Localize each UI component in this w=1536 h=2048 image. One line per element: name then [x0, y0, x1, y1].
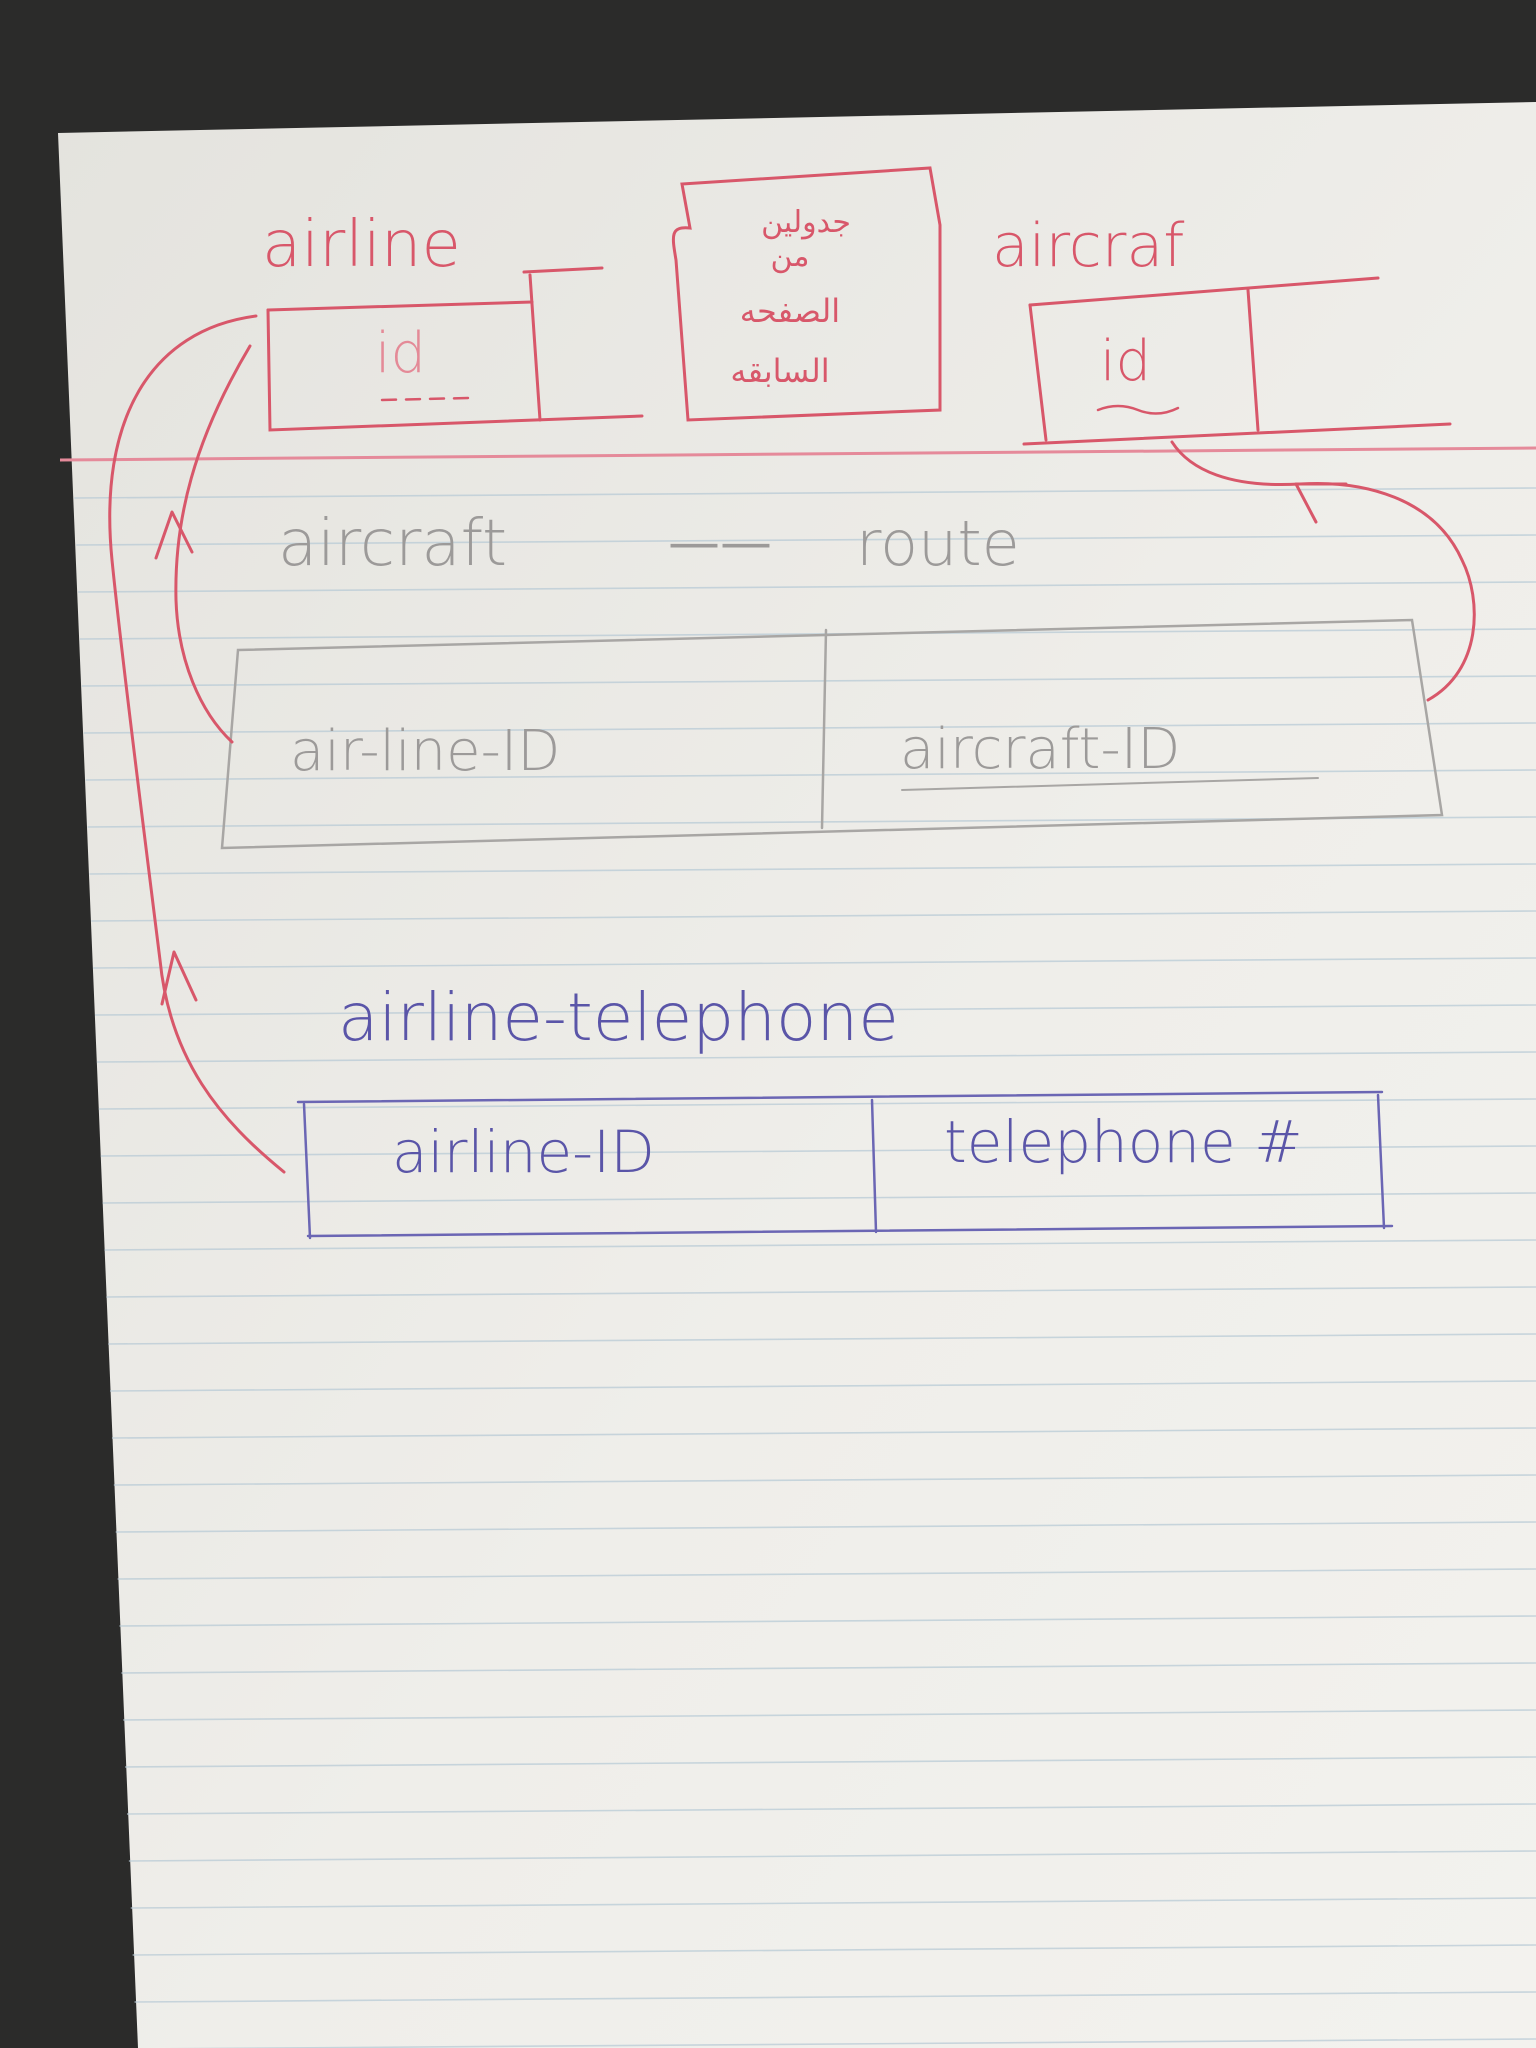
- primary-key-underline: [1096, 404, 1180, 415]
- ruled-line: [126, 1803, 1536, 1815]
- ruled-line: [130, 1897, 1536, 1909]
- ruled-line: [85, 769, 1536, 781]
- airline-title: airline: [262, 208, 461, 282]
- ruled-line: [83, 722, 1536, 734]
- route-title-left: aircraft: [278, 507, 507, 581]
- primary-key-underline: [380, 396, 470, 402]
- airline-telephone-title: airline-telephone: [338, 979, 899, 1056]
- ruled-line: [134, 1991, 1536, 2003]
- ruled-line: [89, 863, 1536, 875]
- note-line: السابقه: [730, 352, 829, 390]
- note-line: الصفحه: [740, 292, 840, 330]
- ruled-line: [76, 534, 1536, 546]
- ruled-line: [113, 1474, 1536, 1486]
- relationship-line-route-aircraft: [1170, 440, 1476, 702]
- margin-line: [59, 446, 1536, 462]
- note-line: جدولين: [761, 205, 851, 240]
- route-col-aircraft-id: aircraft-ID: [900, 717, 1180, 782]
- aircraft-entity: aircraf id: [992, 211, 1452, 446]
- ruled-line: [102, 1192, 1536, 1204]
- aircraft-title: aircraf: [992, 211, 1184, 281]
- telephone-col-airline-id: airline-ID: [392, 1118, 655, 1186]
- aircraft-key: id: [1100, 329, 1151, 394]
- telephone-col-number: telephone #: [944, 1108, 1303, 1176]
- ruled-line: [119, 1615, 1536, 1627]
- ruled-line: [164, 2038, 1536, 2048]
- ruled-line: [132, 1944, 1536, 1956]
- ruled-line: [125, 1756, 1536, 1768]
- route-title-right: route: [856, 507, 1020, 580]
- foreign-key-underline: [901, 777, 1319, 791]
- ruled-line: [110, 1380, 1536, 1392]
- ruled-lines: [74, 487, 1536, 2048]
- ruled-line: [104, 1239, 1536, 1251]
- relationship-arrows: [108, 314, 1476, 1174]
- ruled-line: [95, 1004, 1536, 1016]
- ruled-line: [121, 1662, 1536, 1674]
- ruled-line: [106, 1286, 1536, 1298]
- arrow-icon: [1294, 482, 1348, 524]
- ruled-line: [81, 675, 1536, 687]
- ruled-line: [98, 1098, 1536, 1110]
- ruled-line: [91, 910, 1536, 922]
- ruled-line: [78, 581, 1536, 593]
- relationship-line-route-airline: [174, 344, 252, 744]
- airline-telephone-entity: airline-telephone airline-ID telephone #: [296, 979, 1394, 1240]
- arrow-icon: [160, 950, 198, 1006]
- airline-key: id: [375, 321, 426, 386]
- relationship-line-telephone-airline: [108, 314, 286, 1174]
- airline-entity: airline id: [262, 208, 644, 432]
- route-col-airline-id: air-line-ID: [290, 719, 560, 784]
- ruled-line: [117, 1568, 1536, 1580]
- ruled-line: [79, 628, 1536, 640]
- arrow-icon: [154, 510, 194, 560]
- note-line: من: [771, 239, 810, 274]
- paper-sheet: [58, 102, 1536, 2048]
- ruled-line: [100, 1145, 1536, 1157]
- ruled-line: [96, 1051, 1536, 1063]
- route-entity: aircraft —— route air-line-ID aircraft-I…: [220, 507, 1444, 850]
- route-title-dash: ——: [668, 513, 772, 573]
- ruled-line: [115, 1521, 1536, 1533]
- ruled-line: [128, 1850, 1536, 1862]
- ruled-line: [123, 1709, 1536, 1721]
- ruled-line: [93, 957, 1536, 969]
- ruled-line: [74, 487, 1536, 499]
- ruled-line: [108, 1333, 1536, 1345]
- ruled-line: [111, 1427, 1536, 1439]
- note-box: جدولين من الصفحه السابقه: [671, 166, 942, 422]
